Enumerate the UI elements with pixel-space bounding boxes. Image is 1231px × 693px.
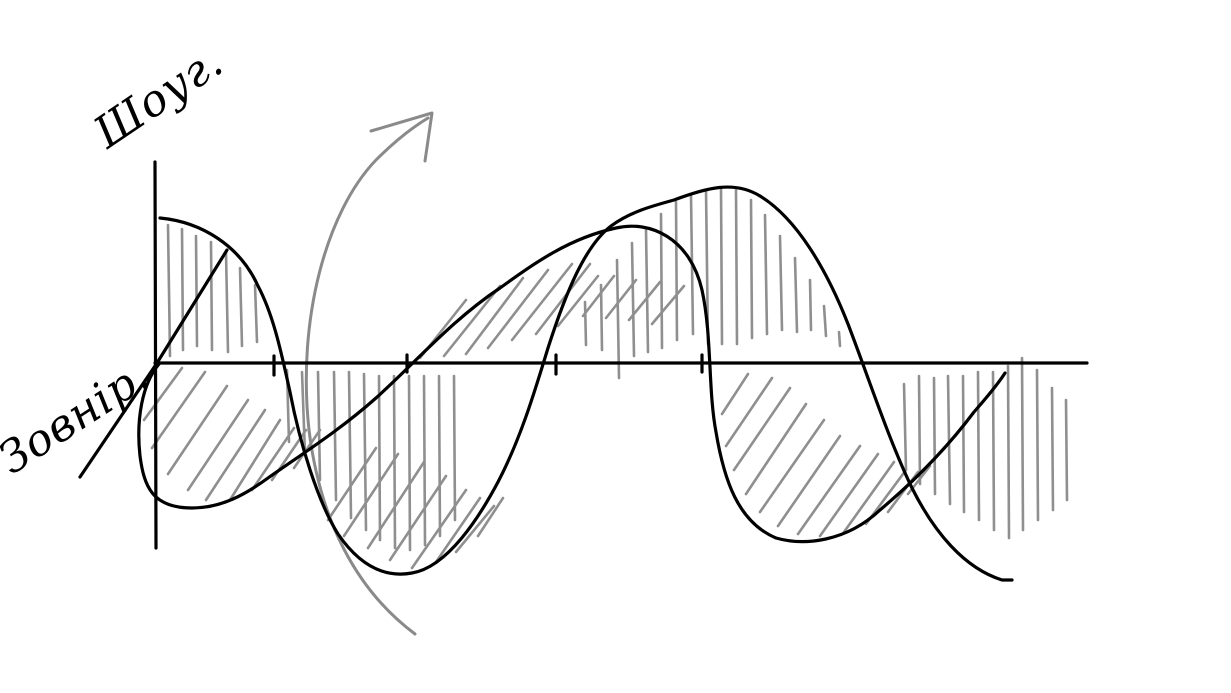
tick-mark: [272, 353, 704, 377]
wave-back-outline: [158, 185, 1014, 582]
diagonal-line: [155, 248, 229, 365]
hatching-diagonal-group: [142, 262, 932, 570]
hatching-vertical-group: [166, 186, 1069, 552]
vertical-axis: [153, 160, 158, 550]
diagonal-hatching: [142, 262, 932, 570]
curved-arrow-icon: [304, 116, 430, 636]
arrowhead-icon: [369, 111, 434, 163]
wave-front-outline: [137, 224, 1007, 544]
depth-axis: [78, 361, 159, 479]
vertical-hatching: [166, 186, 1069, 552]
